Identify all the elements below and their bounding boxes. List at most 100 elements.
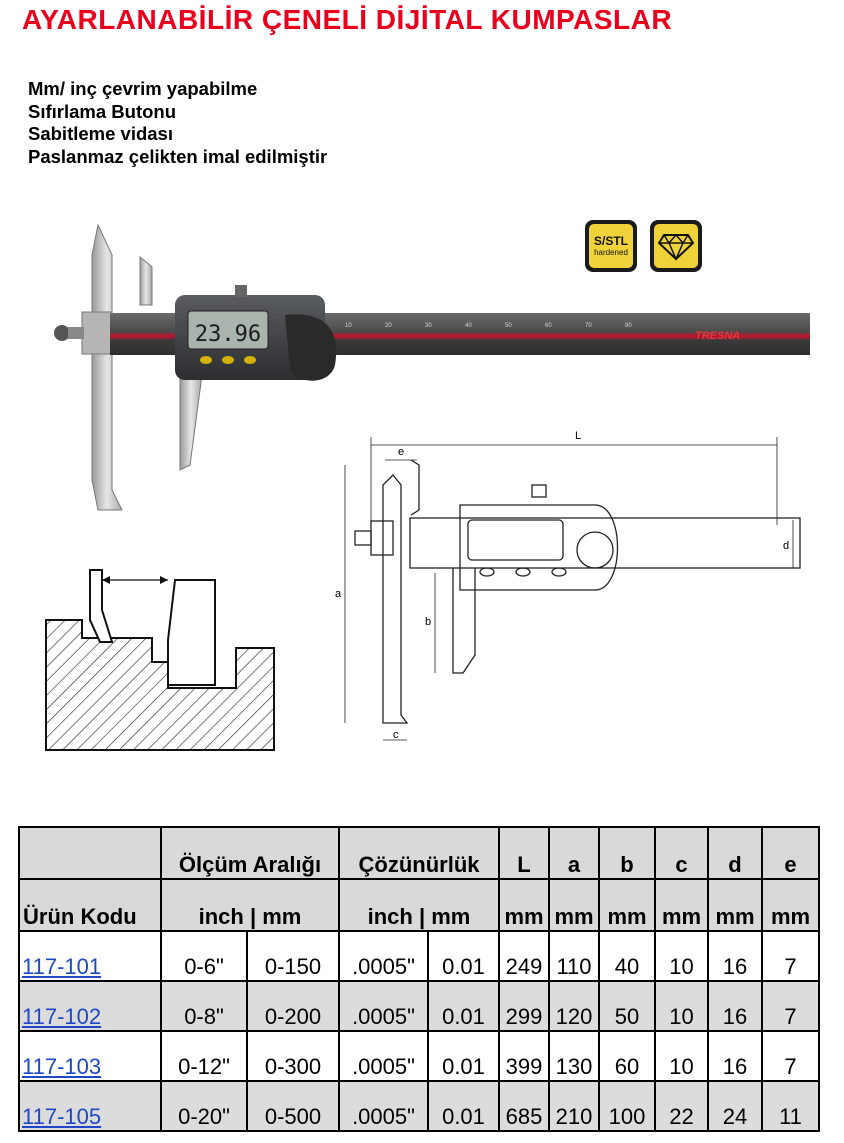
table-cell: 10 [654, 930, 709, 982]
svg-text:40: 40 [465, 323, 472, 329]
table-cell: 130 [548, 1030, 600, 1082]
product-code-link[interactable]: 117-103 [22, 1054, 102, 1079]
table-cell: 0-20" [160, 1080, 248, 1132]
dim-label-c: c [393, 729, 399, 741]
table-cell: 249 [498, 930, 550, 982]
table-cell: .0005" [338, 1080, 429, 1132]
product-code-link[interactable]: 117-105 [22, 1104, 102, 1129]
product-code-cell: 117-102 [18, 980, 162, 1032]
header-cell [18, 826, 162, 880]
header-cell: d [707, 826, 763, 880]
table-cell: 110 [548, 930, 600, 982]
table-cell: 120 [548, 980, 600, 1032]
table-cell: 0-300 [246, 1030, 340, 1082]
dim-label-a: a [335, 588, 342, 600]
header-cell: b [598, 826, 656, 880]
header-cell: e [761, 826, 820, 880]
header-cell: Ürün Kodu [18, 878, 162, 932]
svg-text:80: 80 [625, 323, 632, 329]
table-cell: 10 [654, 980, 709, 1032]
product-code-link[interactable]: 117-101 [22, 954, 102, 979]
table-cell: 60 [598, 1030, 656, 1082]
brand-label: TRESNA [695, 330, 740, 342]
table-row: 117-105 0-20" 0-500 .0005" 0.01 685 210 … [18, 1080, 820, 1132]
svg-text:20: 20 [385, 323, 392, 329]
table-cell: .0005" [338, 930, 429, 982]
header-cell: Ölçüm Aralığı [160, 826, 340, 880]
caliper-photo: 10 20 30 40 50 60 70 80 TRESNA 23.96 [54, 223, 810, 511]
table-row: 117-103 0-12" 0-300 .0005" 0.01 399 130 … [18, 1030, 820, 1082]
table-cell: 11 [761, 1080, 820, 1132]
table-cell: 0.01 [427, 1030, 500, 1082]
table-cell: 299 [498, 980, 550, 1032]
stainless-steel-badge: S/STL hardened [585, 220, 637, 272]
product-code-cell: 117-103 [18, 1030, 162, 1082]
header-cell: inch | mm [338, 878, 500, 932]
table-cell: 210 [548, 1080, 600, 1132]
dimension-drawing: L e a b c d [335, 430, 801, 741]
feature-list: Mm/ inç çevrim yapabilme Sıfırlama Buton… [28, 78, 327, 168]
table-cell: 0.01 [427, 1080, 500, 1132]
dim-label-b: b [425, 616, 431, 628]
product-code-cell: 117-101 [18, 930, 162, 982]
table-cell: 16 [707, 1030, 763, 1082]
table-cell: .0005" [338, 1030, 429, 1082]
badge-sublabel: hardened [594, 247, 628, 257]
table-cell: 40 [598, 930, 656, 982]
usage-section-drawing [45, 569, 275, 751]
header-cell: c [654, 826, 709, 880]
table-row: 117-102 0-8" 0-200 .0005" 0.01 299 120 5… [18, 980, 820, 1032]
table-cell: 100 [598, 1080, 656, 1132]
feature-item: Sıfırlama Butonu [28, 100, 177, 122]
table-cell: 0.01 [427, 980, 500, 1032]
header-cell: mm [548, 878, 600, 932]
table-cell: 685 [498, 1080, 550, 1132]
svg-text:10: 10 [345, 323, 352, 329]
table-cell: 0.01 [427, 930, 500, 982]
header-cell: mm [498, 878, 550, 932]
dim-label-L: L [575, 430, 581, 442]
table-cell: 7 [761, 980, 820, 1032]
header-cell: inch | mm [160, 878, 340, 932]
table-cell: .0005" [338, 980, 429, 1032]
product-code-link[interactable]: 117-102 [22, 1004, 102, 1029]
table-cell: 0-200 [246, 980, 340, 1032]
svg-text:30: 30 [425, 323, 432, 329]
table-cell: 0-150 [246, 930, 340, 982]
spec-table: Ölçüm Aralığı Çözünürlük L a b c d e Ürü… [18, 826, 820, 1132]
header-cell: mm [761, 878, 820, 932]
table-cell: 0-500 [246, 1080, 340, 1132]
header-cell: mm [654, 878, 709, 932]
table-cell: 50 [598, 980, 656, 1032]
svg-text:50: 50 [505, 323, 512, 329]
table-cell: 7 [761, 930, 820, 982]
lcd-reading: 23.96 [195, 322, 261, 347]
header-cell: L [498, 826, 550, 880]
table-cell: 16 [707, 980, 763, 1032]
table-cell: 16 [707, 930, 763, 982]
badge-label: S/STL [593, 233, 628, 248]
table-header-row: Ölçüm Aralığı Çözünürlük L a b c d e [18, 826, 820, 880]
table-cell: 0-6" [160, 930, 248, 982]
table-cell: 0-8" [160, 980, 248, 1032]
table-cell: 22 [654, 1080, 709, 1132]
table-cell: 399 [498, 1030, 550, 1082]
diamond-icon [658, 233, 694, 261]
table-cell: 24 [707, 1080, 763, 1132]
table-row: 117-101 0-6" 0-150 .0005" 0.01 249 110 4… [18, 930, 820, 982]
diamond-badge [650, 220, 702, 272]
table-cell: 7 [761, 1030, 820, 1082]
table-header-row: Ürün Kodu inch | mm inch | mm mm mm mm m… [18, 878, 820, 932]
header-cell: a [548, 826, 600, 880]
feature-item: Sabitleme vidası [28, 123, 173, 144]
header-cell: mm [707, 878, 763, 932]
table-cell: 10 [654, 1030, 709, 1082]
header-cell: mm [598, 878, 656, 932]
table-cell: 0-12" [160, 1030, 248, 1082]
product-code-cell: 117-105 [18, 1080, 162, 1132]
page-title: AYARLANABİLİR ÇENELİ DİJİTAL KUMPASLAR [22, 4, 673, 35]
dim-label-e: e [398, 446, 404, 458]
header-cell: Çözünürlük [338, 826, 500, 880]
svg-text:70: 70 [585, 323, 592, 329]
svg-text:60: 60 [545, 323, 552, 329]
